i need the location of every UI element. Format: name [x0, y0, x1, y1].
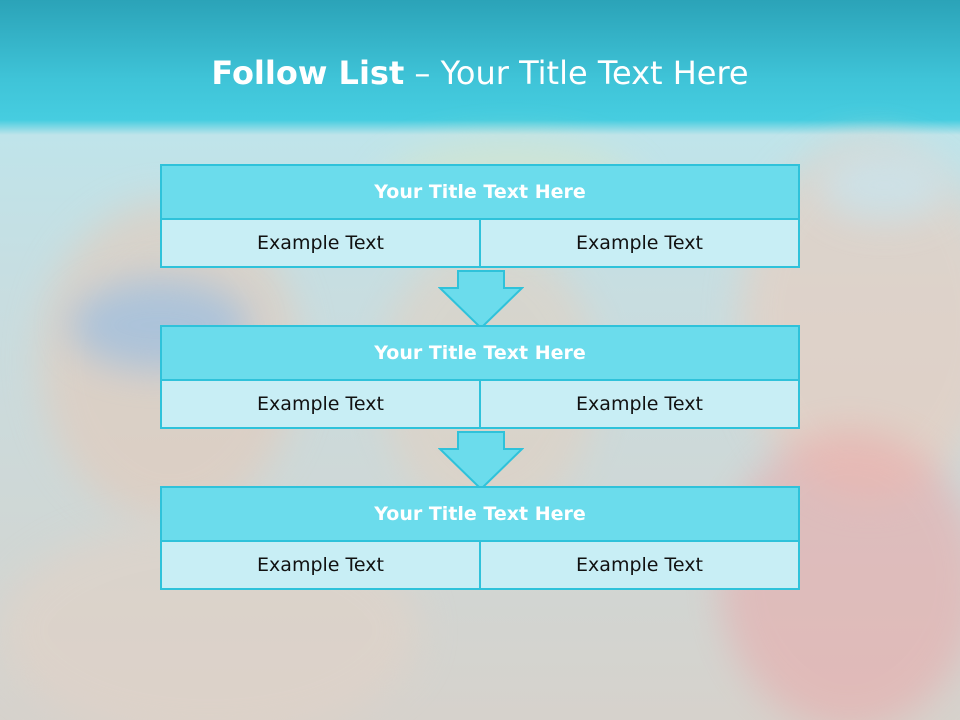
- slide-title-strong: Follow List: [211, 54, 405, 92]
- down-arrow-icon: [438, 431, 524, 491]
- row-cell-right: Example Text: [479, 379, 800, 429]
- row-cells: Example Text Example Text: [160, 540, 800, 590]
- row-cell-left: Example Text: [160, 379, 481, 429]
- row-heading: Your Title Text Here: [160, 164, 800, 220]
- row-heading: Your Title Text Here: [160, 325, 800, 381]
- row-cells: Example Text Example Text: [160, 218, 800, 268]
- list-row-2: Your Title Text Here Example Text Exampl…: [160, 325, 800, 429]
- row-cell-left: Example Text: [160, 218, 481, 268]
- slide-title-rest: – Your Title Text Here: [404, 54, 749, 92]
- row-cell-left: Example Text: [160, 540, 481, 590]
- down-arrow-icon: [438, 270, 524, 330]
- background-photo-region: [820, 150, 950, 220]
- row-cells: Example Text Example Text: [160, 379, 800, 429]
- list-row-1: Your Title Text Here Example Text Exampl…: [160, 164, 800, 268]
- row-cell-right: Example Text: [479, 540, 800, 590]
- row-cell-right: Example Text: [479, 218, 800, 268]
- list-row-3: Your Title Text Here Example Text Exampl…: [160, 486, 800, 590]
- row-heading: Your Title Text Here: [160, 486, 800, 542]
- slide-title: Follow List – Your Title Text Here: [0, 54, 960, 92]
